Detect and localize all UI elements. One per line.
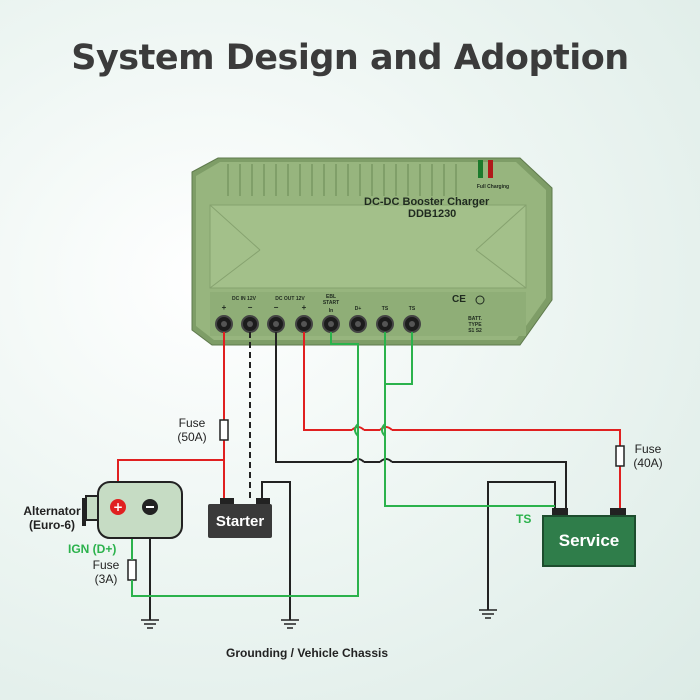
fuse-50a	[219, 419, 229, 441]
ce-mark: CE	[452, 294, 466, 305]
ts-label: TS	[516, 512, 532, 526]
sign-5: In	[328, 308, 334, 314]
ground-symbol-icon	[141, 609, 497, 629]
sign-7: TS	[381, 306, 389, 312]
dc-in-label: DC IN 12V	[232, 296, 256, 302]
starter-battery: Starter	[208, 504, 272, 538]
led-labels: Full Charging	[476, 184, 510, 190]
alternator-label: Alternator (Euro-6)	[23, 504, 81, 532]
fuse-50a-label: Fuse (50A)	[177, 416, 207, 444]
dc-out-label: DC OUT 12V	[275, 296, 305, 302]
batt-type-label: BATT. TYPE	[468, 316, 482, 328]
ign-label: IGN (D+)	[68, 542, 117, 556]
sign-4: +	[301, 303, 307, 312]
grounding-label: Grounding / Vehicle Chassis	[226, 646, 389, 660]
page-title: System Design and Adoption	[71, 38, 629, 78]
device-name: DC-DC Booster Charger	[364, 196, 490, 208]
ebl-start-label: EBL START	[322, 294, 340, 306]
ce-mark-icon	[475, 295, 485, 305]
sign-6: D+	[354, 306, 362, 312]
signal-wires	[131, 332, 555, 597]
svg-text:+: +	[113, 500, 123, 514]
fuse-3a-label: Fuse (3A)	[92, 558, 120, 586]
fuse-40a	[615, 445, 625, 467]
batt-switches-label: S1 S2	[468, 328, 482, 334]
full-led-icon	[478, 160, 483, 178]
dc-dc-charger-device	[191, 157, 553, 346]
cooling-ribs	[227, 164, 457, 196]
sign-2: −	[247, 303, 253, 312]
fuse-40a-label: Fuse (40A)	[633, 442, 663, 470]
fuse-3a	[127, 559, 137, 581]
device-model: DDB1230	[408, 208, 457, 220]
service-battery: Service	[542, 515, 636, 567]
alternator-icon: +	[82, 481, 183, 539]
charging-led-icon	[488, 160, 493, 178]
sign-8: TS	[408, 306, 416, 312]
sign-3: −	[273, 303, 279, 312]
sign-1: +	[221, 303, 227, 312]
